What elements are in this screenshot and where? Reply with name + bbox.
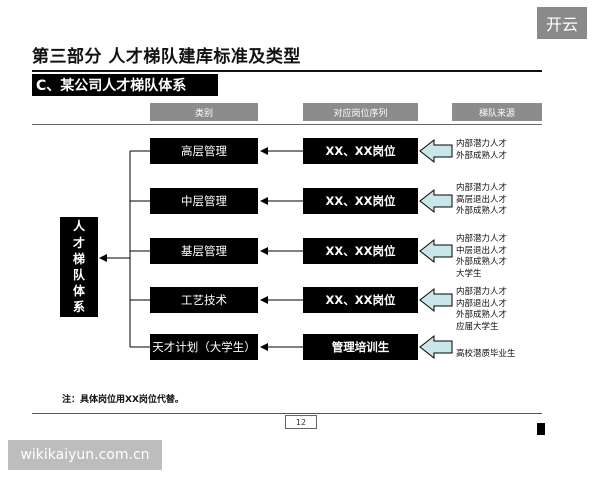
- column-header-source: 梯队来源: [452, 103, 542, 121]
- column-header-category: 类别: [150, 103, 258, 121]
- source-arrows: [419, 138, 453, 360]
- corner-mark: [537, 423, 545, 435]
- root-char: 系: [72, 300, 85, 315]
- post-box: XX、XX岗位: [303, 188, 418, 214]
- root-char: 体: [72, 284, 85, 299]
- source-item: 应届大学生: [456, 321, 499, 332]
- post-box: XX、XX岗位: [303, 138, 418, 164]
- level-talent-program: 天才计划（大学生）: [150, 334, 258, 360]
- page-number: 12: [285, 415, 317, 429]
- post-box: XX、XX岗位: [303, 238, 418, 264]
- source-item: 高校潜质毕业生: [456, 349, 516, 359]
- source-item: 内部潜力人才: [456, 139, 508, 149]
- source-list: 高校潜质毕业生: [456, 349, 516, 361]
- source-item: 外部成熟人才: [456, 150, 508, 161]
- source-item: 内部潜力人才: [456, 234, 508, 244]
- header-divider: [32, 124, 542, 125]
- post-box: XX、XX岗位: [303, 287, 418, 313]
- root-char: 队: [72, 268, 85, 282]
- source-item: 内部潜力人才: [456, 183, 508, 193]
- source-list: 内部潜力人才 内部退出人才 外部成熟人才 应届大学生: [456, 287, 507, 333]
- source-item: 外部成熟人才: [456, 257, 508, 267]
- source-item: 内部潜力人才: [456, 287, 508, 297]
- source-item: 外部成熟人才: [456, 206, 508, 216]
- talent-pipeline-root: 人 才 梯 队 体 系: [60, 217, 98, 317]
- watermark: wikikaiyun.com.cn: [8, 440, 162, 470]
- source-item: 高层退出人才: [456, 194, 508, 205]
- root-char: 人: [72, 219, 85, 234]
- column-header-post-sequence: 对应岗位序列: [303, 103, 418, 121]
- level-middle-management: 中层管理: [150, 188, 258, 214]
- level-senior-management: 高层管理: [150, 138, 258, 164]
- section-subtitle: C、某公司人才梯队体系: [32, 74, 218, 96]
- footer-divider: [32, 413, 542, 414]
- source-item: 内部退出人才: [456, 298, 508, 309]
- title-divider: [32, 70, 542, 72]
- footnote: 注：具体岗位用XX岗位代替。: [62, 395, 184, 405]
- source-list: 内部潜力人才 中层退出人才 外部成熟人才 大学生: [456, 234, 507, 280]
- source-item: 外部成熟人才: [456, 310, 508, 320]
- brand-badge: 开云: [537, 7, 587, 39]
- level-technical: 工艺技术: [150, 287, 258, 313]
- source-item: 中层退出人才: [456, 245, 508, 256]
- source-list: 内部潜力人才 高层退出人才 外部成熟人才: [456, 183, 507, 218]
- root-char: 梯: [72, 251, 85, 266]
- root-char: 才: [72, 235, 85, 250]
- source-item: 大学生: [456, 268, 482, 279]
- source-list: 内部潜力人才 外部成熟人才: [456, 139, 507, 162]
- post-to-level-arrows: [260, 147, 303, 351]
- post-box: 管理培训生: [303, 334, 418, 360]
- page-title: 第三部分 人才梯队建库标准及类型: [32, 47, 301, 67]
- level-junior-management: 基层管理: [150, 238, 258, 264]
